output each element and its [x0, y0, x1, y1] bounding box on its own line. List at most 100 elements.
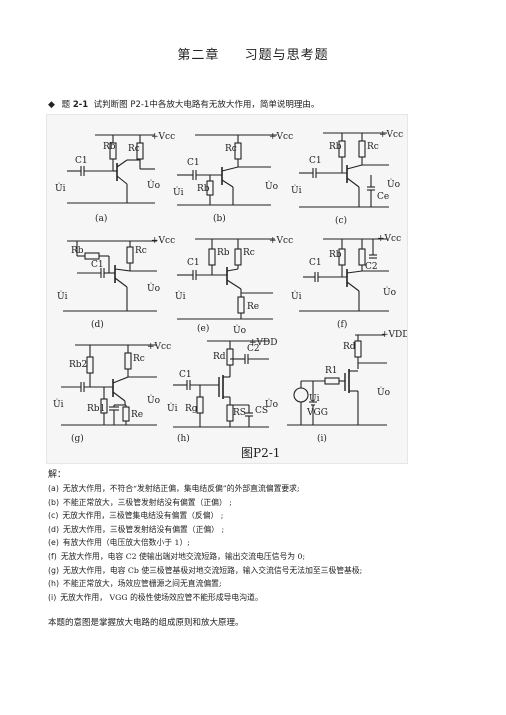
answer-key: (i): [48, 592, 57, 602]
answer-text: 无放大作用，三极管集电结没有偏置（反偏） ;: [62, 511, 224, 521]
circuit-c-rc: Rc: [367, 142, 379, 152]
answer-item: (i)无放大作用， VGG 的极性使场效应管不能形成导电沟道。: [48, 591, 362, 605]
circuit-e-re: Re: [247, 302, 259, 312]
circuit-d-label: (d): [91, 319, 104, 330]
circuit-h-rg: Rg: [185, 404, 198, 414]
circuit-f-ui: U̇i: [291, 290, 302, 302]
answer-key: (c): [48, 511, 59, 521]
circuit-a-ui: U̇i: [55, 182, 66, 194]
figure-caption: 图P2-1: [241, 446, 280, 460]
circuit-b: +Vcc C1 Rc Rb U̇i U̇o (b): [173, 132, 293, 224]
circuit-g-uo: U̇o: [147, 394, 160, 406]
circuit-h-label: (h): [177, 433, 190, 444]
circuit-g-ui: U̇i: [53, 398, 64, 410]
question-figure-ref: P2-1: [130, 100, 150, 110]
question-text-2: 中各放大电路有无放大作用，简单说明理由。: [149, 100, 320, 110]
circuit-g-rc: Rc: [133, 354, 145, 364]
circuit-h-c1: C1: [179, 370, 192, 380]
answer-text: 无放大作用，三极管发射结没有偏置（正偏） ;: [63, 524, 225, 534]
circuit-i-ui: U̇i: [309, 392, 320, 404]
answer-key: (d): [48, 524, 60, 534]
circuit-g-rb1: Rb1: [87, 404, 105, 414]
circuit-b-uo: U̇o: [265, 180, 278, 192]
circuit-e-ui: U̇i: [175, 290, 186, 302]
circuit-f-vcc: +Vcc: [377, 234, 401, 244]
question-line: ◆ 题 2-1 试判断图 P2-1中各放大电路有无放大作用，简单说明理由。: [48, 98, 319, 110]
circuit-a-vcc: +Vcc: [151, 132, 175, 142]
circuit-c-vcc: +Vcc: [379, 130, 403, 140]
answer-list: (a)无放大作用，不符合“发射结正偏，集电结反偏”的外部直流偏置要求; (b)不…: [48, 482, 362, 604]
circuit-h-vdd: +VDD: [249, 338, 277, 348]
circuit-d-rb: Rb: [71, 246, 84, 256]
circuit-c-ce: Ce: [377, 192, 389, 202]
answer-item: (a)无放大作用，不符合“发射结正偏，集电结反偏”的外部直流偏置要求;: [48, 482, 362, 496]
circuit-h-c2: C2: [247, 344, 260, 354]
summary-text: 本题的意图是掌握放大电路的组成原则和放大原理。: [48, 618, 244, 628]
circuit-g-label: (g): [71, 433, 84, 444]
answer-item: (g)无放大作用，电容 Cb 使三极管基极对地交流短路，输入交流信号无法加至三极…: [48, 564, 362, 578]
question-label: 题: [61, 100, 71, 110]
circuit-e-label: (e): [197, 323, 209, 334]
answer-text: 无放大作用，电容 C2 使输出端对地交流短路，输出交流电压信号为 0;: [60, 551, 306, 561]
circuit-i-r1: R1: [325, 366, 338, 376]
answer-key: (a): [48, 484, 59, 493]
circuit-a-uo: U̇o: [147, 179, 160, 191]
circuit-h-uo: U̇o: [265, 398, 278, 410]
circuit-g: +Vcc Rb2 Rc Rb1 Re U̇i U̇o (g): [53, 342, 171, 444]
circuit-f-c2: C2: [365, 262, 378, 272]
circuit-i-label: (i): [317, 433, 327, 444]
circuit-i-uo: U̇o: [377, 386, 390, 398]
circuit-b-ui: U̇i: [173, 186, 184, 198]
circuit-h-rd: Rd: [213, 352, 226, 362]
diamond-bullet-icon: ◆: [48, 100, 55, 110]
circuit-b-rb: Rb: [197, 184, 210, 194]
circuit-d-uo: U̇o: [147, 282, 160, 294]
answer-item: (h)不能正常放大，场效应管栅源之间无直流偏置;: [48, 577, 362, 591]
circuit-c: +Vcc C1 Rb Rc Ce U̇i U̇o (c): [291, 130, 403, 226]
circuit-e-uo: U̇o: [233, 324, 246, 336]
circuit-g-rb2: Rb2: [69, 360, 87, 370]
answer-text: 无放大作用，电容 Cb 使三极管基极对地交流短路，输入交流信号无法加至三极管基极…: [63, 565, 363, 575]
circuit-d-rc: Rc: [135, 246, 147, 256]
circuit-h: +VDD Rd C2 C1 Rg RS CS U̇i U̇o (h): [167, 338, 278, 444]
circuit-figure: +Vcc C1 Rb Rc U̇i U̇o (a) +Vcc C1 Rc Rb …: [46, 114, 408, 464]
circuit-b-vcc: +Vcc: [269, 132, 293, 142]
circuit-a: +Vcc C1 Rb Rc U̇i U̇o (a): [55, 132, 175, 224]
answer-item: (d)无放大作用，三极管发射结没有偏置（正偏） ;: [48, 523, 362, 537]
circuit-g-vcc: +Vcc: [147, 342, 171, 352]
chapter-number: 第二章: [177, 48, 220, 63]
circuit-e-rc: Rc: [243, 248, 255, 258]
circuit-b-rc: Rc: [225, 144, 237, 154]
circuit-h-cs: CS: [255, 406, 268, 416]
answer-key: (h): [48, 579, 60, 589]
circuit-f-uo: U̇o: [383, 286, 396, 298]
circuit-i: +VDD Rd R1 U̇i VGG U̇o (i): [287, 330, 407, 444]
circuit-c-uo: U̇o: [387, 178, 400, 190]
circuit-a-c1: C1: [75, 156, 88, 166]
answer-key: (f): [48, 551, 57, 561]
chapter-title: 第二章 习题与思考题: [0, 44, 506, 63]
circuit-i-rd: Rd: [343, 342, 356, 352]
answer-text: 有放大作用（电压放大倍数小于 1）;: [62, 538, 190, 548]
circuit-e-rb: Rb: [217, 248, 230, 258]
circuit-a-label: (a): [95, 213, 107, 224]
circuit-i-vgg: VGG: [306, 408, 328, 418]
question-text: 试判断图: [93, 100, 128, 110]
answer-key: (b): [48, 497, 60, 507]
answer-key: (e): [48, 538, 59, 548]
circuit-d-c1: C1: [91, 260, 104, 270]
circuit-b-label: (b): [213, 213, 226, 224]
answer-text: 不能正常放大，场效应管栅源之间无直流偏置;: [63, 579, 222, 589]
answer-text: 不能正常放大，三极管发射结没有偏置（正偏） ;: [63, 497, 232, 507]
circuit-h-rs: RS: [233, 408, 246, 418]
circuit-h-ui: U̇i: [167, 402, 178, 414]
circuit-c-ui: U̇i: [291, 184, 302, 196]
answer-item: (b)不能正常放大，三极管发射结没有偏置（正偏） ;: [48, 496, 362, 510]
answer-item: (e)有放大作用（电压放大倍数小于 1）;: [48, 536, 362, 550]
circuit-diagrams: +Vcc C1 Rb Rc U̇i U̇o (a) +Vcc C1 Rc Rb …: [53, 130, 407, 460]
circuit-d-ui: U̇i: [57, 290, 68, 302]
circuit-f-c1: C1: [309, 258, 322, 268]
circuit-a-rb: Rb: [103, 142, 116, 152]
circuit-c-c1: C1: [309, 156, 322, 166]
circuit-e: +Vcc C1 Rb Rc Re U̇i U̇o (e): [175, 236, 293, 336]
